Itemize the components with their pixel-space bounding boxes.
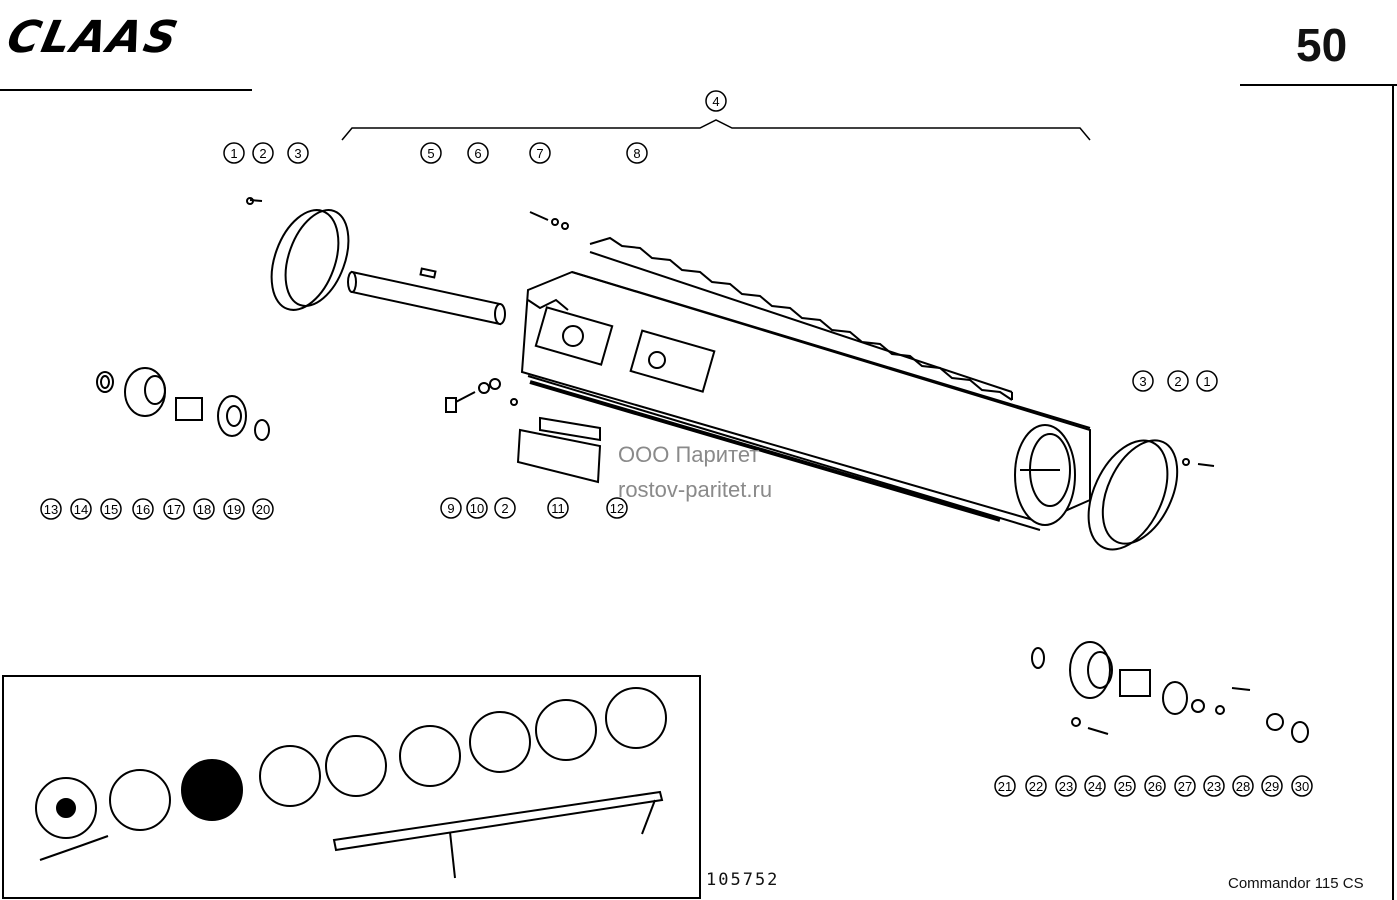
callout-21: 21 (994, 775, 1016, 797)
svg-text:11: 11 (551, 501, 565, 516)
svg-text:9: 9 (447, 501, 454, 516)
callout-1-left: 1 (223, 142, 245, 164)
svg-text:24: 24 (1088, 779, 1102, 794)
svg-text:15: 15 (104, 502, 118, 517)
callout-29: 29 (1261, 775, 1283, 797)
svg-text:21: 21 (998, 779, 1012, 794)
svg-text:26: 26 (1148, 779, 1162, 794)
callout-25: 25 (1114, 775, 1136, 797)
callout-12: 12 (606, 497, 628, 519)
svg-text:3: 3 (294, 146, 301, 161)
callout-9: 9 (440, 497, 462, 519)
callout-1-right: 1 (1196, 370, 1218, 392)
callout-18: 18 (193, 498, 215, 520)
callout-8: 8 (626, 142, 648, 164)
callout-2-right: 2 (1167, 370, 1189, 392)
svg-text:30: 30 (1295, 779, 1309, 794)
svg-text:1: 1 (1203, 374, 1210, 389)
callout-24: 24 (1084, 775, 1106, 797)
drawing-number: 105752 (706, 870, 780, 890)
svg-text:2: 2 (501, 501, 508, 516)
callout-5: 5 (420, 142, 442, 164)
svg-text:2: 2 (1174, 374, 1181, 389)
svg-text:25: 25 (1118, 779, 1132, 794)
left-bearing-parts (96, 367, 270, 441)
callout-23a: 23 (1055, 775, 1077, 797)
svg-text:4: 4 (712, 94, 719, 109)
svg-text:5: 5 (427, 146, 434, 161)
callout-2-mid: 2 (494, 497, 516, 519)
watermark-url: rostov-paritet.ru (618, 477, 773, 502)
svg-text:1: 1 (230, 146, 237, 161)
callout-23b: 23 (1203, 775, 1225, 797)
callout-7: 7 (529, 142, 551, 164)
page-number: 50 (1296, 19, 1348, 71)
svg-text:13: 13 (44, 502, 58, 517)
svg-text:16: 16 (136, 502, 150, 517)
callout-3-right: 3 (1132, 370, 1154, 392)
end-ring-left (246, 197, 350, 311)
callout-13: 13 (40, 498, 62, 520)
group-bracket (341, 119, 1091, 141)
callout-19: 19 (223, 498, 245, 520)
callout-28: 28 (1232, 775, 1254, 797)
watermark-company: ООО Паритет (618, 442, 760, 467)
svg-text:20: 20 (256, 502, 270, 517)
rasp-bar (589, 236, 1013, 401)
end-ring-right (1087, 439, 1215, 551)
frame-lines (0, 84, 1397, 900)
svg-text:3: 3 (1139, 374, 1146, 389)
callout-15: 15 (100, 498, 122, 520)
svg-text:23: 23 (1207, 779, 1221, 794)
callout-3-left: 3 (287, 142, 309, 164)
callout-30: 30 (1291, 775, 1313, 797)
svg-text:29: 29 (1265, 779, 1279, 794)
shaft (347, 267, 506, 326)
svg-text:12: 12 (610, 501, 624, 516)
callout-4: 4 (705, 90, 727, 112)
callout-26: 26 (1144, 775, 1166, 797)
mid-parts (445, 378, 602, 484)
svg-text:28: 28 (1236, 779, 1250, 794)
svg-text:14: 14 (74, 502, 88, 517)
callout-14: 14 (70, 498, 92, 520)
callout-6: 6 (467, 142, 489, 164)
right-bearing-parts (1031, 641, 1309, 743)
bolt-7 (529, 211, 569, 230)
brand-logo: CLAAS (2, 12, 184, 63)
rotor-sequence-inset (35, 687, 667, 879)
callout-16: 16 (132, 498, 154, 520)
svg-text:17: 17 (167, 502, 181, 517)
svg-text:10: 10 (470, 501, 484, 516)
svg-text:7: 7 (536, 146, 543, 161)
svg-text:27: 27 (1178, 779, 1192, 794)
callout-27: 27 (1174, 775, 1196, 797)
callout-20: 20 (252, 498, 274, 520)
callout-11: 11 (547, 497, 569, 519)
callout-17: 17 (163, 498, 185, 520)
svg-text:8: 8 (633, 146, 640, 161)
svg-text:6: 6 (474, 146, 481, 161)
svg-text:22: 22 (1029, 779, 1043, 794)
threshing-drum (520, 270, 1091, 531)
svg-text:23: 23 (1059, 779, 1073, 794)
svg-text:19: 19 (227, 502, 241, 517)
callout-22: 22 (1025, 775, 1047, 797)
callout-2-left: 2 (252, 142, 274, 164)
callout-10: 10 (466, 497, 488, 519)
svg-text:2: 2 (259, 146, 266, 161)
svg-text:18: 18 (197, 502, 211, 517)
model-name: Commandor 115 CS (1228, 875, 1364, 892)
